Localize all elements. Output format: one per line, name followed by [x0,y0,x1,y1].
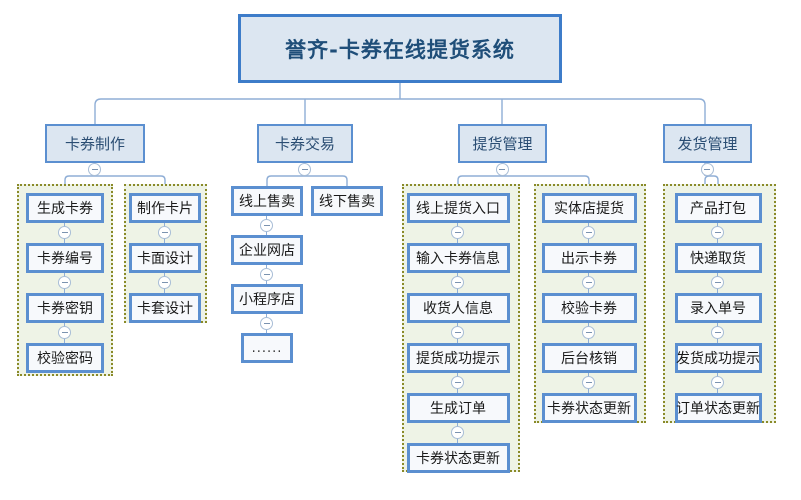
collapse-toggle-4-1-4[interactable] [711,376,724,389]
leaf-node-4-1-5[interactable]: 订单状态更新 [674,393,762,423]
collapse-toggle-3-2-4[interactable] [582,376,595,389]
branch-node-1[interactable]: 卡券制作 [45,124,145,163]
leaf-node-3-1-5[interactable]: 生成订单 [406,393,510,423]
leaf-node-1-1-1[interactable]: 生成卡券 [26,193,104,223]
collapse-toggle-1-1-1[interactable] [58,226,71,239]
branch-node-2[interactable]: 卡券交易 [257,124,353,163]
leaf-node-1-1-4[interactable]: 校验密码 [26,343,104,373]
collapse-toggle-2-1-3[interactable] [260,316,273,330]
leaf-node-3-1-6[interactable]: 卡券状态更新 [406,443,510,473]
leaf-node-4-1-2[interactable]: 快递取货 [674,243,762,273]
branch-node-4[interactable]: 发货管理 [663,124,752,163]
collapse-toggle-branch-1[interactable] [88,163,101,176]
collapse-toggle-3-1-5[interactable] [451,426,464,439]
collapse-toggle-4-1-3[interactable] [711,326,724,339]
branch-node-3[interactable]: 提货管理 [458,124,547,163]
leaf-node-2-1-3[interactable]: 小程序店 [231,284,303,314]
leaf-node-1-2-1[interactable]: 制作卡片 [129,193,201,223]
leaf-node-1-2-3[interactable]: 卡套设计 [129,293,201,323]
leaf-node-1-2-2[interactable]: 卡面设计 [129,243,201,273]
leaf-node-2-2-1[interactable]: 线下售卖 [311,186,383,216]
collapse-toggle-branch-2[interactable] [298,163,311,176]
leaf-node-3-1-2[interactable]: 输入卡券信息 [406,243,510,273]
collapse-toggle-1-1-3[interactable] [58,326,71,339]
collapse-toggle-3-2-1[interactable] [582,226,595,239]
leaf-node-3-2-2[interactable]: 出示卡券 [541,243,637,273]
leaf-node-1-1-2[interactable]: 卡券编号 [26,243,104,273]
collapse-toggle-3-1-1[interactable] [451,226,464,239]
leaf-node-2-1-4[interactable]: ...... [241,333,293,363]
leaf-node-4-1-4[interactable]: 发货成功提示 [674,343,762,373]
leaf-node-4-1-1[interactable]: 产品打包 [674,193,762,223]
leaf-node-3-2-1[interactable]: 实体店提货 [541,193,637,223]
collapse-toggle-3-1-2[interactable] [451,276,464,289]
collapse-toggle-2-1-1[interactable] [260,218,273,232]
collapse-toggle-1-2-1[interactable] [158,226,171,239]
leaf-node-3-1-3[interactable]: 收货人信息 [406,293,510,323]
leaf-node-3-2-4[interactable]: 后台核销 [541,343,637,373]
leaf-node-3-1-4[interactable]: 提货成功提示 [406,343,510,373]
leaf-node-4-1-3[interactable]: 录入单号 [674,293,762,323]
collapse-toggle-3-1-3[interactable] [451,326,464,339]
leaf-node-3-2-5[interactable]: 卡券状态更新 [541,393,637,423]
collapse-toggle-4-1-1[interactable] [711,226,724,239]
collapse-toggle-4-1-2[interactable] [711,276,724,289]
collapse-toggle-branch-3[interactable] [495,163,509,176]
collapse-toggle-1-1-2[interactable] [58,276,71,289]
leaf-node-3-2-3[interactable]: 校验卡券 [541,293,637,323]
leaf-node-2-1-1[interactable]: 线上售卖 [231,186,303,216]
collapse-toggle-2-1-2[interactable] [260,267,273,281]
collapse-toggle-3-1-4[interactable] [451,376,464,389]
collapse-toggle-3-2-2[interactable] [582,276,595,289]
leaf-node-2-1-2[interactable]: 企业网店 [231,235,303,265]
leaf-node-3-1-1[interactable]: 线上提货入口 [406,193,510,223]
collapse-toggle-branch-4[interactable] [700,163,714,176]
leaf-node-1-1-3[interactable]: 卡券密钥 [26,293,104,323]
collapse-toggle-1-2-2[interactable] [158,276,171,289]
collapse-toggle-3-2-3[interactable] [582,326,595,339]
diagram-title: 誉齐-卡券在线提货系统 [238,14,562,83]
